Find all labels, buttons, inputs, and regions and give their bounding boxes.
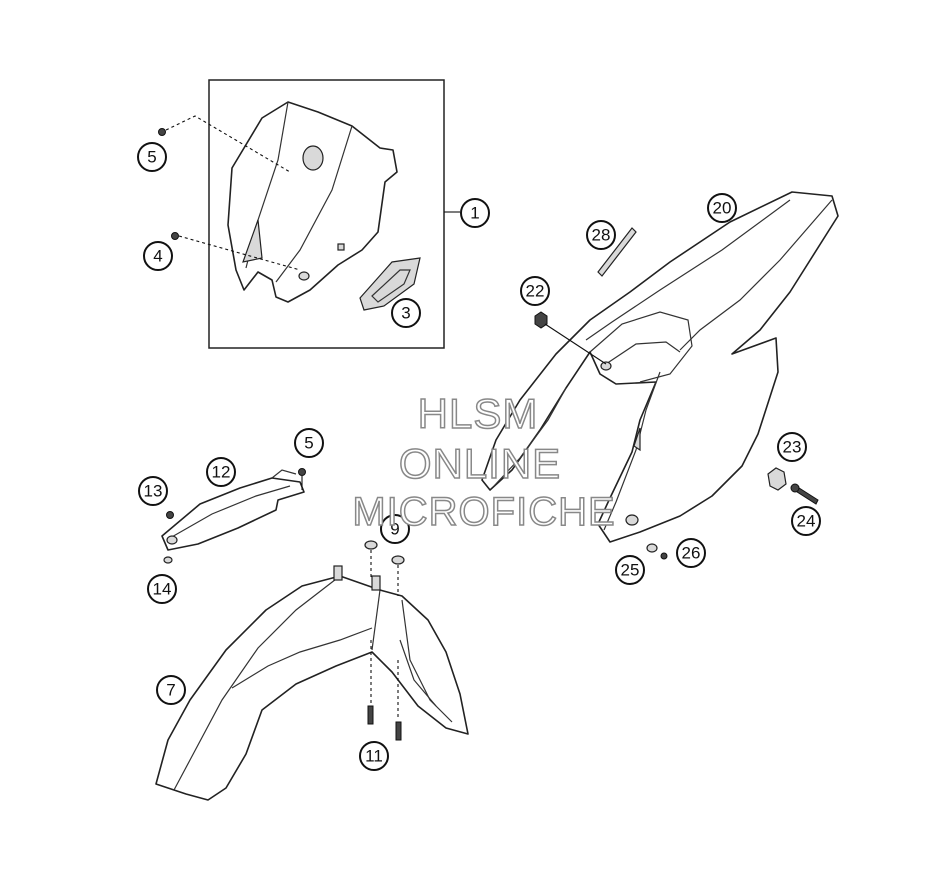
watermark-line-1: HLSM (417, 389, 539, 438)
callout-28: 28 (586, 220, 616, 250)
callout-1-label: 1 (470, 204, 479, 223)
decal-28 (597, 227, 637, 277)
callout-12-label: 12 (212, 463, 231, 482)
bolt-11-left (367, 705, 374, 725)
washer-9-right (391, 555, 405, 565)
callout-5-top: 5 (137, 142, 167, 172)
callout-22-label: 22 (526, 282, 545, 301)
callout-25: 25 (615, 555, 645, 585)
callout-4: 4 (143, 241, 173, 271)
number-plate-group (158, 79, 460, 349)
nut-23 (767, 467, 787, 491)
screw-5-bracket (298, 468, 306, 476)
screw-5-top (158, 128, 166, 136)
callout-9: 9 (380, 514, 410, 544)
callout-5-bracket-label: 5 (304, 434, 313, 453)
callout-11-label: 11 (365, 747, 383, 766)
callout-3: 3 (391, 298, 421, 328)
watermark-line-2: ONLINE (398, 439, 562, 488)
callout-7-label: 7 (166, 681, 175, 700)
callout-23-label: 23 (783, 438, 802, 457)
callout-5-bracket: 5 (294, 428, 324, 458)
callout-4-label: 4 (153, 247, 162, 266)
bolt-11-right (395, 721, 402, 741)
bracket-group (161, 468, 306, 564)
rear-fender (481, 191, 839, 543)
screw-13 (166, 511, 174, 519)
callout-7: 7 (156, 675, 186, 705)
screw-26 (660, 552, 668, 560)
watermark-line-3: MICROFICHE (352, 489, 616, 535)
callout-25-label: 25 (621, 561, 640, 580)
callout-14: 14 (147, 574, 177, 604)
nut-22 (534, 311, 548, 329)
callout-28-label: 28 (592, 226, 611, 245)
callout-22: 22 (520, 276, 550, 306)
washer-25 (646, 543, 658, 553)
callout-24: 24 (791, 506, 821, 536)
callout-12: 12 (206, 457, 236, 487)
callout-13-label: 13 (144, 482, 163, 501)
front-fender (155, 575, 469, 801)
callout-24-label: 24 (797, 512, 816, 531)
callout-26-label: 26 (682, 544, 701, 563)
washer-9-left (364, 540, 378, 550)
callout-5-top-label: 5 (147, 148, 156, 167)
callout-1: 1 (460, 198, 490, 228)
plate-hole (302, 145, 324, 171)
screw-4 (171, 232, 179, 240)
callout-26: 26 (676, 538, 706, 568)
washer-14 (163, 556, 173, 564)
callout-13: 13 (138, 476, 168, 506)
front-fender-group (155, 540, 469, 801)
fender-bracket (161, 477, 305, 551)
decal-part (359, 257, 421, 311)
callout-20: 20 (707, 193, 737, 223)
callout-11: 11 (359, 741, 389, 771)
rear-fender-group (481, 191, 839, 560)
callout-23: 23 (777, 432, 807, 462)
callout-3-label: 3 (401, 304, 410, 323)
assembly-box (208, 79, 445, 349)
callout-20-label: 20 (713, 199, 732, 218)
callout-14-label: 14 (153, 580, 172, 599)
callout-9-label: 9 (390, 520, 399, 539)
number-plate (227, 101, 398, 303)
